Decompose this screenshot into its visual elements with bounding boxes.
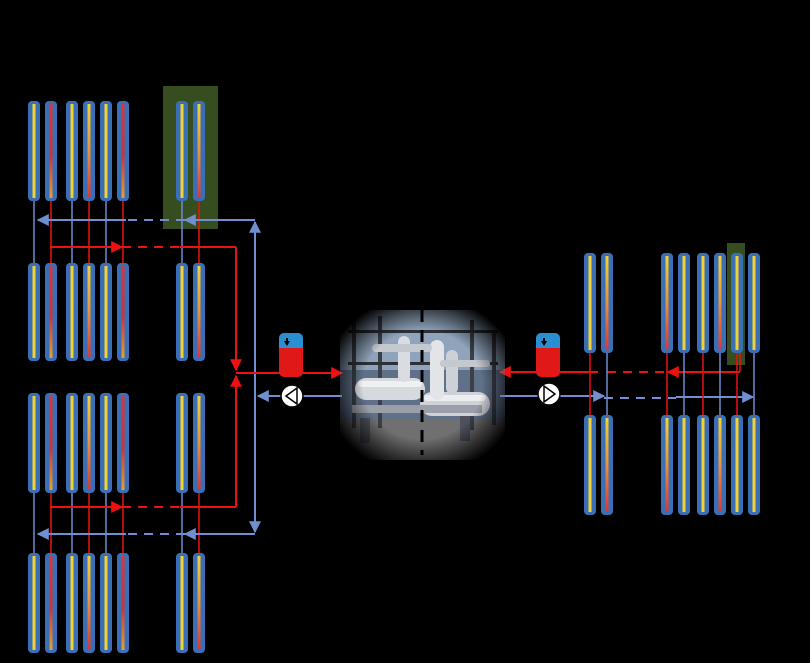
heat-tube (193, 101, 205, 201)
heat-tube (176, 101, 188, 201)
heat-tube (748, 415, 760, 515)
heat-tube (697, 415, 709, 515)
heat-tube (117, 263, 129, 361)
heat-tube (100, 263, 112, 361)
heat-tube (83, 393, 95, 493)
heat-tube (28, 101, 40, 201)
heat-tube (117, 553, 129, 653)
heat-tube (117, 393, 129, 493)
heat-tube (83, 553, 95, 653)
heat-tube (584, 253, 596, 353)
pipe-network (33, 201, 755, 553)
heat-tube (697, 253, 709, 353)
heat-tube (601, 415, 613, 515)
tube-array (28, 101, 760, 653)
heat-tube (193, 553, 205, 653)
heat-tube (100, 393, 112, 493)
heat-tube (176, 553, 188, 653)
heat-tube (661, 253, 673, 353)
pump-icon (280, 384, 304, 408)
heat-tube (45, 393, 57, 493)
heat-tube (83, 263, 95, 361)
heat-tube (66, 101, 78, 201)
heat-tube (731, 415, 743, 515)
heat-tube (28, 263, 40, 361)
heat-tube (601, 253, 613, 353)
heat-tube (45, 263, 57, 361)
heat-tube (661, 415, 673, 515)
heat-tube (66, 553, 78, 653)
heat-tube (176, 263, 188, 361)
heat-tube (66, 263, 78, 361)
expansion-tank-icon (536, 333, 560, 377)
heat-tube (714, 415, 726, 515)
heat-tube (748, 253, 760, 353)
heat-tube (678, 415, 690, 515)
heat-tube (731, 253, 743, 353)
expansion-tank-icon (279, 333, 303, 377)
heat-tube (584, 415, 596, 515)
heat-tube (176, 393, 188, 493)
heat-tube (193, 393, 205, 493)
heat-tube (678, 253, 690, 353)
heat-tube (714, 253, 726, 353)
heat-tube (100, 101, 112, 201)
heat-tube (100, 553, 112, 653)
highlight-box-left (163, 86, 218, 229)
heat-tube (28, 553, 40, 653)
heat-tube (66, 393, 78, 493)
heat-tube (45, 101, 57, 201)
pump-icon (537, 382, 561, 406)
heat-tube (117, 101, 129, 201)
heat-tube (193, 263, 205, 361)
heat-tube (28, 393, 40, 493)
heat-tube (45, 553, 57, 653)
heat-tube (83, 101, 95, 201)
